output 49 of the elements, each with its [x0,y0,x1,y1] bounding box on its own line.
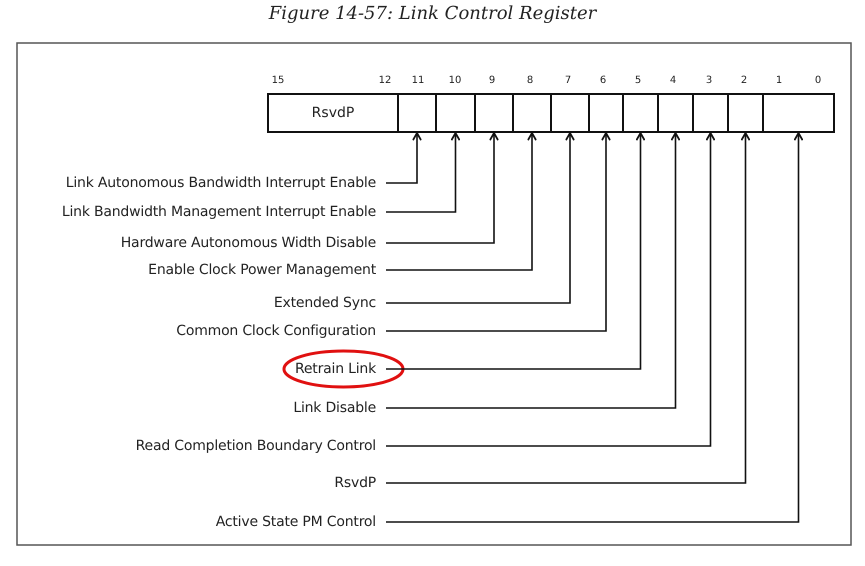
bit-number: 8 [526,75,534,86]
field-label: Extended Sync [274,294,386,312]
arrow [386,132,646,370]
bit-cell [512,93,552,133]
bit-cell [550,93,590,133]
arrow [386,132,499,244]
arrow [386,132,680,409]
field-label: Common Clock Configuration [176,322,386,340]
bit-cell [435,93,476,133]
field-label: Read Completion Boundary Control [136,437,386,455]
arrow [386,132,716,447]
bit-cell [474,93,514,133]
bit-number: 1 [774,75,784,86]
bit-cell [588,93,624,133]
field-label: Active State PM Control [216,513,386,531]
bit-number: 12 [378,75,392,86]
bit-number: 4 [668,75,678,86]
bit-number: 11 [410,75,426,86]
bit-number: 10 [448,75,462,86]
bit-cell [727,93,764,133]
field-label: Enable Clock Power Management [148,261,386,279]
bit-number: 6 [598,75,608,86]
field-label: Link Bandwidth Management Interrupt Enable [62,203,386,221]
arrow [386,132,537,271]
arrow [386,132,460,213]
arrow [386,132,611,332]
arrow [386,132,750,484]
bit-cell [762,93,835,133]
bit-cell [622,93,659,133]
field-label: Hardware Autonomous Width Disable [120,234,386,252]
field-label: Link Autonomous Bandwidth Interrupt Enable [66,174,386,192]
bit-number: 15 [270,75,286,86]
register-field: RsvdP [267,93,399,133]
bit-cell [692,93,729,133]
bit-number: 9 [488,75,496,86]
arrow [386,132,804,523]
bit-number: 5 [634,75,642,86]
bit-cell [657,93,694,133]
bit-number: 0 [814,75,822,86]
arrow [386,132,575,304]
bit-number: 3 [704,75,714,86]
bit-number: 7 [564,75,572,86]
field-label: RsvdP [334,474,386,492]
figure-title: Figure 14-57: Link Control Register [268,3,598,24]
field-label: Link Disable [293,399,386,417]
field-label: Retrain Link [294,360,386,378]
arrow [386,132,422,184]
bit-cell [397,93,437,133]
bit-number: 2 [740,75,748,86]
